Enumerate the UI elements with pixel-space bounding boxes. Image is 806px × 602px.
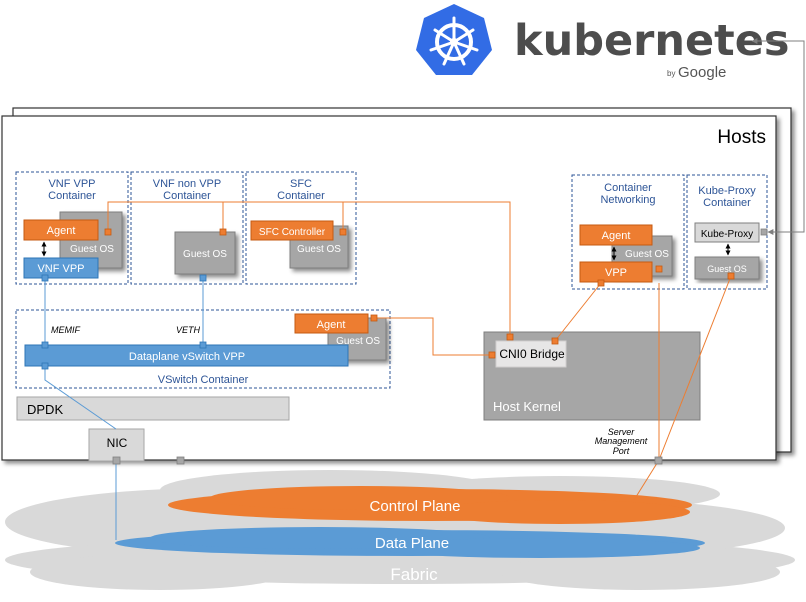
vnf-non-vpp-guest-os-label: Guest OS [183, 249, 227, 260]
nic-label: NIC [107, 436, 128, 450]
by-label: by [667, 69, 675, 78]
kube-proxy-guest-os [694, 256, 760, 280]
data-plane-cloud [115, 527, 705, 558]
data-connections [44, 278, 204, 540]
server-mgmt-label-1: Server [608, 427, 636, 437]
sfc-container-title-1: SFC [290, 178, 312, 190]
dpdk-label: DPDK [27, 402, 63, 417]
container-networking-title-2: Networking [600, 194, 655, 206]
vnf-vpp-agent [23, 219, 99, 241]
vnf-vpp-guest-os-label: Guest OS [70, 244, 114, 255]
container-networking [571, 174, 685, 290]
container-networking-title-1: Container [604, 182, 652, 194]
kubernetes-logo: kubernetes by Google [416, 4, 789, 81]
sfc-guest-os-label: Guest OS [297, 244, 341, 255]
container-networking-vpp [579, 261, 653, 283]
container-networking-agent-label: Agent [602, 230, 631, 242]
kube-proxy-container-title-2: Container [703, 197, 751, 209]
vnf-vpp-agent-label: Agent [47, 225, 76, 237]
sfc-container [245, 171, 357, 285]
vnf-non-vpp-guest-os [174, 231, 236, 275]
hosts-title: Hosts [717, 127, 766, 148]
vnf-non-vpp-container-title-2: Container [163, 190, 211, 202]
kube-proxy-guest-os-label: Guest OS [707, 264, 747, 274]
control-connections [107, 201, 732, 501]
dataplane-vswitch-vpp [24, 344, 349, 367]
veth-label: VETH [176, 325, 201, 335]
control-plane-label: Control Plane [370, 498, 461, 515]
vswitch-container-title: VSwitch Container [158, 374, 249, 386]
container-networking-guest-os-label: Guest OS [625, 249, 669, 260]
vnf-vpp-container-title-2: Container [48, 190, 96, 202]
vswitch-agent [294, 313, 369, 334]
cni0-bridge-label: CNI0 Bridge [499, 347, 565, 361]
kubernetes-wordmark: kubernetes [514, 16, 789, 66]
cni0-bridge [495, 340, 567, 368]
sfc-container-title-2: Container [277, 190, 325, 202]
kube-proxy-box-label: Kube-Proxy [701, 229, 753, 240]
vnf-non-vpp-container [130, 171, 244, 285]
vnf-non-vpp-container-title-1: VNF non VPP [153, 178, 221, 190]
gray-ports [112, 228, 768, 465]
vnf-vpp-box-label: VNF VPP [37, 263, 84, 275]
google-label: Google [678, 64, 726, 81]
dpdk-bar [16, 396, 290, 421]
container-networking-vpp-label: VPP [605, 267, 627, 279]
vswitch-guest-os-label: Guest OS [336, 336, 380, 347]
container-networking-agent [579, 224, 653, 246]
kubernetes-link [751, 38, 805, 235]
server-mgmt-label-2: Management [595, 436, 648, 446]
data-plane-label: Data Plane [375, 535, 449, 552]
dataplane-vswitch-vpp-label: Dataplane vSwitch VPP [129, 351, 245, 363]
vnf-vpp-box [23, 257, 99, 279]
sfc-controller [250, 220, 334, 241]
vswitch-agent-label: Agent [317, 319, 346, 331]
vnf-vpp-container [15, 171, 129, 285]
host-kernel-label: Host Kernel [493, 399, 561, 414]
vnf-vpp-container-title-1: VNF VPP [48, 178, 95, 190]
control-plane-cloud [168, 486, 692, 524]
orange-ports [104, 228, 735, 359]
server-mgmt-label-3: Port [613, 446, 630, 456]
fabric-label: Fabric [390, 565, 438, 584]
memif-label: MEMIF [51, 325, 80, 335]
sfc-controller-label: SFC Controller [259, 227, 326, 238]
blue-ports [41, 274, 207, 370]
kube-proxy-container-title-1: Kube-Proxy [698, 185, 756, 197]
